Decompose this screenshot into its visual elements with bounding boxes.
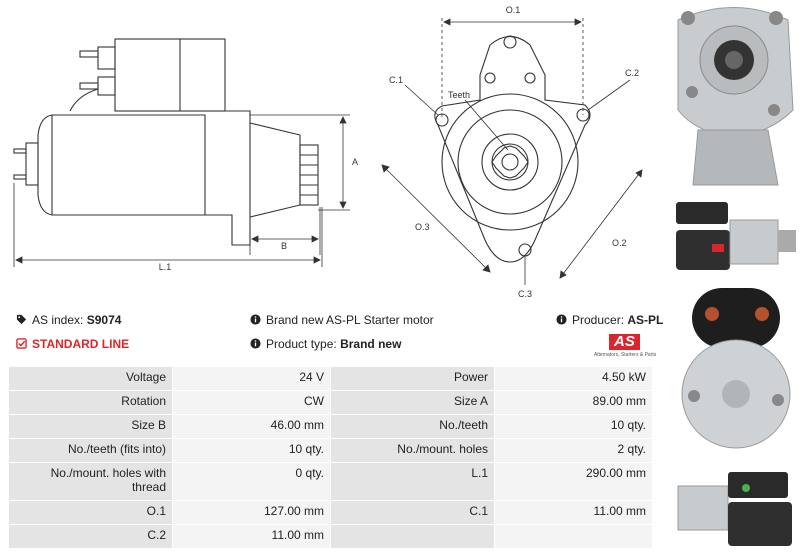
side-view-drawing: A B L.1	[13, 38, 358, 272]
table-row: O.1 127.00 mm C.1 11.00 mm	[8, 500, 653, 525]
spec-label: C.2	[8, 524, 173, 549]
as-logo: AS Alternators, Starters & Parts	[594, 334, 656, 360]
dimension-c3-label: C.3	[518, 289, 532, 299]
dimension-a-label: A	[352, 157, 358, 167]
product-type-label: Product type:	[266, 337, 337, 351]
info-circle-icon	[250, 314, 261, 325]
front-view-drawing: O.1 C.1 C.2 Teeth O.3 O.2 C.3	[381, 5, 643, 299]
tag-icon	[16, 314, 27, 325]
as-index: AS index: S9074	[16, 313, 121, 327]
product-photo-angle[interactable]	[672, 462, 800, 552]
producer-value: AS-PL	[627, 313, 664, 327]
dimension-l1-label: L.1	[159, 262, 172, 272]
spec-value: 11.00 mm	[494, 500, 653, 525]
spec-value: 24 V	[172, 366, 331, 391]
spec-label: C.1	[330, 500, 495, 525]
spec-label: No./mount. holes with thread	[8, 462, 173, 501]
table-row: Rotation CW Size A 89.00 mm	[8, 390, 653, 415]
spec-value: 10 qty.	[494, 414, 653, 439]
table-row: Size B 46.00 mm No./teeth 10 qty.	[8, 414, 653, 439]
standard-line-text: STANDARD LINE	[32, 337, 130, 351]
spec-value: 127.00 mm	[172, 500, 331, 525]
product-photo-rear[interactable]	[672, 284, 800, 456]
info-circle-icon	[250, 338, 261, 349]
table-row: C.2 11.00 mm	[8, 524, 653, 549]
as-index-value: S9074	[86, 313, 122, 327]
teeth-label: Teeth	[448, 90, 470, 100]
spec-value	[494, 524, 653, 549]
spec-label: Rotation	[8, 390, 173, 415]
spec-value: 0 qty.	[172, 462, 331, 501]
table-row: Voltage 24 V Power 4.50 kW	[8, 366, 653, 391]
spec-value: 290.00 mm	[494, 462, 653, 501]
product-type: Product type: Brand new	[250, 337, 401, 351]
standard-line-badge: STANDARD LINE	[16, 337, 129, 351]
as-logo-subtext: Alternators, Starters & Parts	[594, 352, 657, 358]
check-square-icon	[16, 338, 27, 349]
spec-value: CW	[172, 390, 331, 415]
spec-label: No./teeth	[330, 414, 495, 439]
spec-label: Power	[330, 366, 495, 391]
spec-label: O.1	[8, 500, 173, 525]
product-description: Brand new AS-PL Starter motor	[250, 313, 434, 327]
producer-label: Producer:	[572, 313, 625, 327]
spec-value: 10 qty.	[172, 438, 331, 463]
dimension-c2-label: C.2	[625, 68, 639, 78]
as-logo-mark: AS	[609, 334, 640, 350]
product-photo-side[interactable]	[672, 194, 800, 278]
table-row: No./teeth (fits into) 10 qty. No./mount.…	[8, 438, 653, 463]
spec-label: Size A	[330, 390, 495, 415]
spec-label: L.1	[330, 462, 495, 501]
spec-value: 2 qty.	[494, 438, 653, 463]
info-circle-icon	[556, 314, 567, 325]
dimension-o1-label: O.1	[506, 5, 521, 15]
description-text: Brand new AS-PL Starter motor	[266, 313, 434, 327]
product-photo-main[interactable]	[668, 0, 800, 192]
spec-value: 46.00 mm	[172, 414, 331, 439]
spec-value: 4.50 kW	[494, 366, 653, 391]
spec-label: No./mount. holes	[330, 438, 495, 463]
spec-label: Size B	[8, 414, 173, 439]
dimension-b-label: B	[281, 241, 287, 251]
table-row: No./mount. holes with thread 0 qty. L.1 …	[8, 462, 653, 501]
specifications-table: Voltage 24 V Power 4.50 kW Rotation CW S…	[8, 366, 653, 549]
spec-label	[330, 524, 495, 549]
producer: Producer: AS-PL	[556, 313, 663, 327]
dimension-c1-label: C.1	[389, 75, 403, 85]
dimension-o3-label: O.3	[415, 222, 430, 232]
as-index-label: AS index:	[32, 313, 84, 327]
spec-label: Voltage	[8, 366, 173, 391]
product-type-value: Brand new	[340, 337, 402, 351]
spec-value: 89.00 mm	[494, 390, 653, 415]
spec-label: No./teeth (fits into)	[8, 438, 173, 463]
spec-value: 11.00 mm	[172, 524, 331, 549]
dimension-o2-label: O.2	[612, 238, 627, 248]
